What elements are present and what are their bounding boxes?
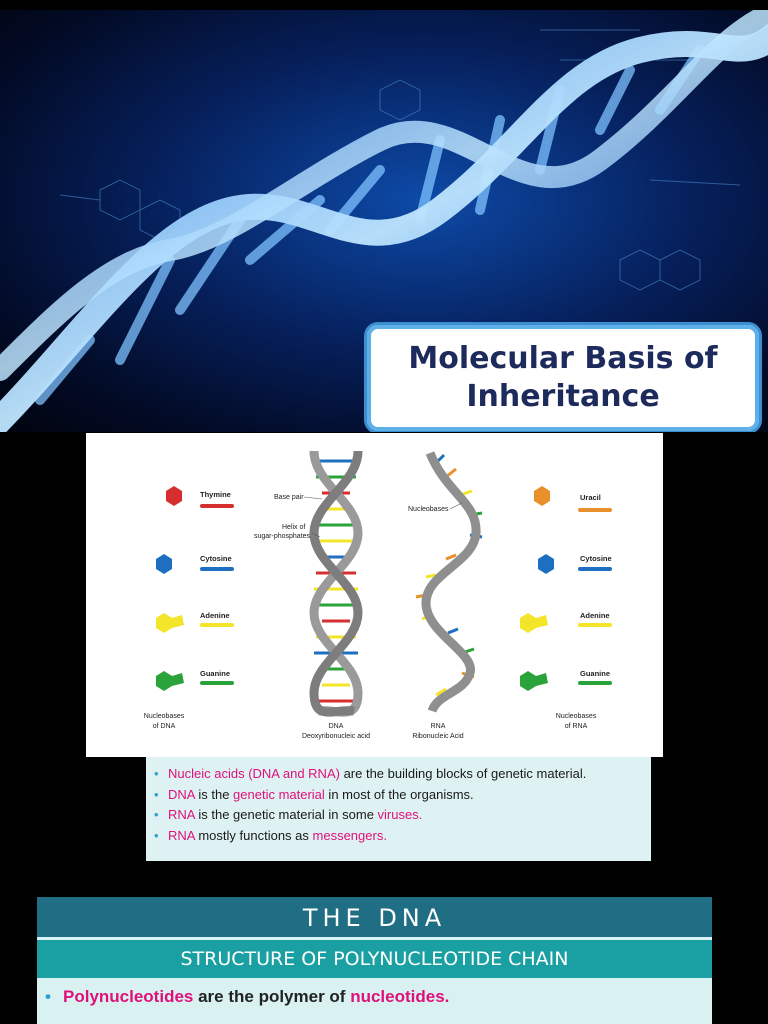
dna-base-molecules [156, 486, 184, 691]
dna-base-2: Adenine [200, 611, 230, 620]
fact-item: RNA is the genetic material in some viru… [154, 805, 651, 826]
fact-highlight: DNA [168, 786, 195, 802]
rna-caption-1: RNA [431, 723, 446, 730]
fact-item: DNA is the genetic material in most of t… [154, 785, 651, 806]
nucleobase-diagram: Thymine Cytosine Adenine Guanine Uracil … [86, 433, 663, 757]
rna-caption-2: Ribonucleic Acid [412, 733, 463, 740]
dna-double-helix [309, 450, 363, 717]
title-line-2: Inheritance [466, 379, 660, 414]
bullet-text: are the polymer of [193, 987, 351, 1006]
rna-base-1: Cytosine [580, 554, 612, 563]
rna-single-strand [415, 451, 483, 713]
dna-base-1: Cytosine [200, 554, 232, 563]
helix-label-2: sugar-phosphates [254, 533, 311, 540]
dna-rna-diagram: Thymine Cytosine Adenine Guanine Uracil … [144, 450, 612, 740]
fact-text: is the [194, 786, 234, 802]
fact-highlight: viruses. [377, 807, 423, 822]
fact-highlight: RNA [168, 807, 195, 822]
bullet-highlight: Polynucleotides [63, 987, 194, 1006]
fact-highlight: RNA [168, 827, 195, 843]
rna-nucleobases-caption-1: Nucleobases [556, 713, 597, 720]
fact-text: are the building blocks of genetic mater… [339, 766, 587, 781]
dna-section: THE DNA STRUCTURE OF POLYNUCLEOTIDE CHAI… [37, 897, 712, 1024]
fact-highlight: genetic material [233, 786, 325, 802]
fact-item: RNA mostly functions as messengers. [154, 826, 651, 847]
dna-base-0: Thymine [200, 490, 231, 499]
title-box: Molecular Basis of Inheritance [364, 322, 762, 432]
dna-caption-1: DNA [329, 723, 344, 730]
rna-base-2: Adenine [580, 611, 610, 620]
helix-label-1: Helix of [282, 524, 305, 531]
section-subheading: STRUCTURE OF POLYNUCLEOTIDE CHAIN [37, 940, 712, 978]
rna-base-3: Guanine [580, 669, 610, 678]
dna-caption-2: Deoxyribonucleic acid [302, 733, 370, 740]
fact-highlight: Nucleic acids (DNA and RNA) [168, 766, 340, 781]
page-title: Molecular Basis of Inheritance [408, 340, 717, 416]
title-line-1: Molecular Basis of [408, 341, 718, 376]
fact-item: Nucleic acids (DNA and RNA) are the buil… [154, 764, 651, 785]
hero-banner: Molecular Basis of Inheritance [0, 10, 768, 432]
fact-text: is the genetic material in some [194, 807, 378, 822]
fact-highlight: messengers. [312, 827, 387, 843]
fact-text: in most of the organisms. [324, 786, 474, 802]
dna-nucleobases-caption-2: of DNA [153, 723, 176, 730]
dna-base-3: Guanine [200, 669, 230, 678]
dna-nucleobases-caption-1: Nucleobases [144, 713, 185, 720]
facts-box: Nucleic acids (DNA and RNA) are the buil… [146, 757, 651, 861]
bullet-highlight: nucleotides. [350, 987, 450, 1006]
facts-list: Nucleic acids (DNA and RNA) are the buil… [146, 757, 651, 846]
rna-base-molecules [520, 486, 554, 691]
rna-base-0: Uracil [580, 493, 601, 502]
fact-text: mostly functions as [194, 827, 313, 843]
rna-nucleobases-caption-2: of RNA [565, 723, 588, 730]
section-bullet: Polynucleotides are the polymer of nucle… [37, 978, 712, 1007]
base-pair-label: Base pair [274, 494, 304, 501]
nucleobases-pointer-label: Nucleobases [408, 506, 449, 513]
dna-helix-illustration [0, 10, 768, 432]
section-heading: THE DNA [37, 897, 712, 937]
